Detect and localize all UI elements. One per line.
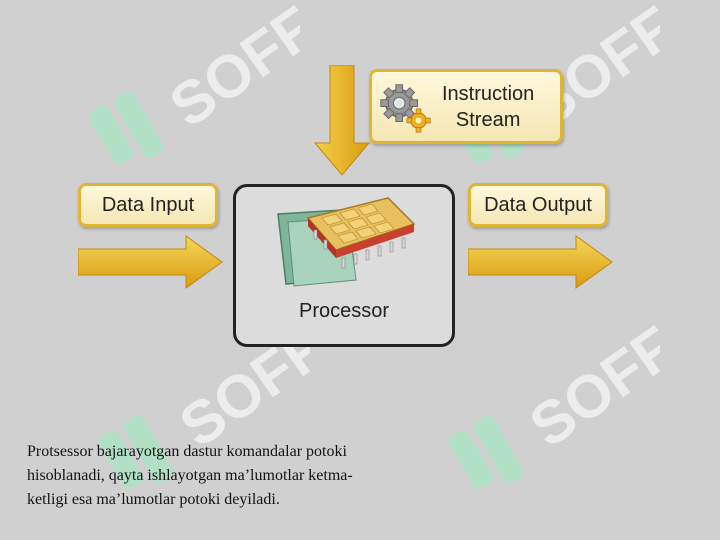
data-input-box: Data Input [78, 183, 218, 227]
chip-icon [277, 197, 416, 287]
instruction-stream-label: Instruction Stream [442, 81, 534, 133]
svg-text:SOFF: SOFF [518, 313, 660, 460]
arrow-right-input [78, 235, 223, 289]
instruction-stream-box: Instruction Stream [369, 69, 563, 144]
instruction-stream-line1: Instruction [442, 82, 535, 105]
data-output-label: Data Output [484, 193, 592, 216]
processor-label: Processor [298, 300, 390, 322]
caption-text: Protsessor bajarayotgan dastur komandala… [27, 443, 353, 508]
arrow-down-instruction [313, 65, 371, 176]
soff-logo-watermark: SOFF [88, 0, 300, 164]
data-output-box: Data Output [468, 183, 608, 227]
arrow-right-output [468, 235, 613, 289]
data-input-label: Data Input [101, 193, 195, 216]
gear-icon [380, 83, 431, 133]
instruction-stream-line2: Stream [455, 108, 521, 131]
svg-text:SOFF: SOFF [158, 0, 300, 140]
soff-logo-watermark: SOFF [448, 313, 660, 489]
